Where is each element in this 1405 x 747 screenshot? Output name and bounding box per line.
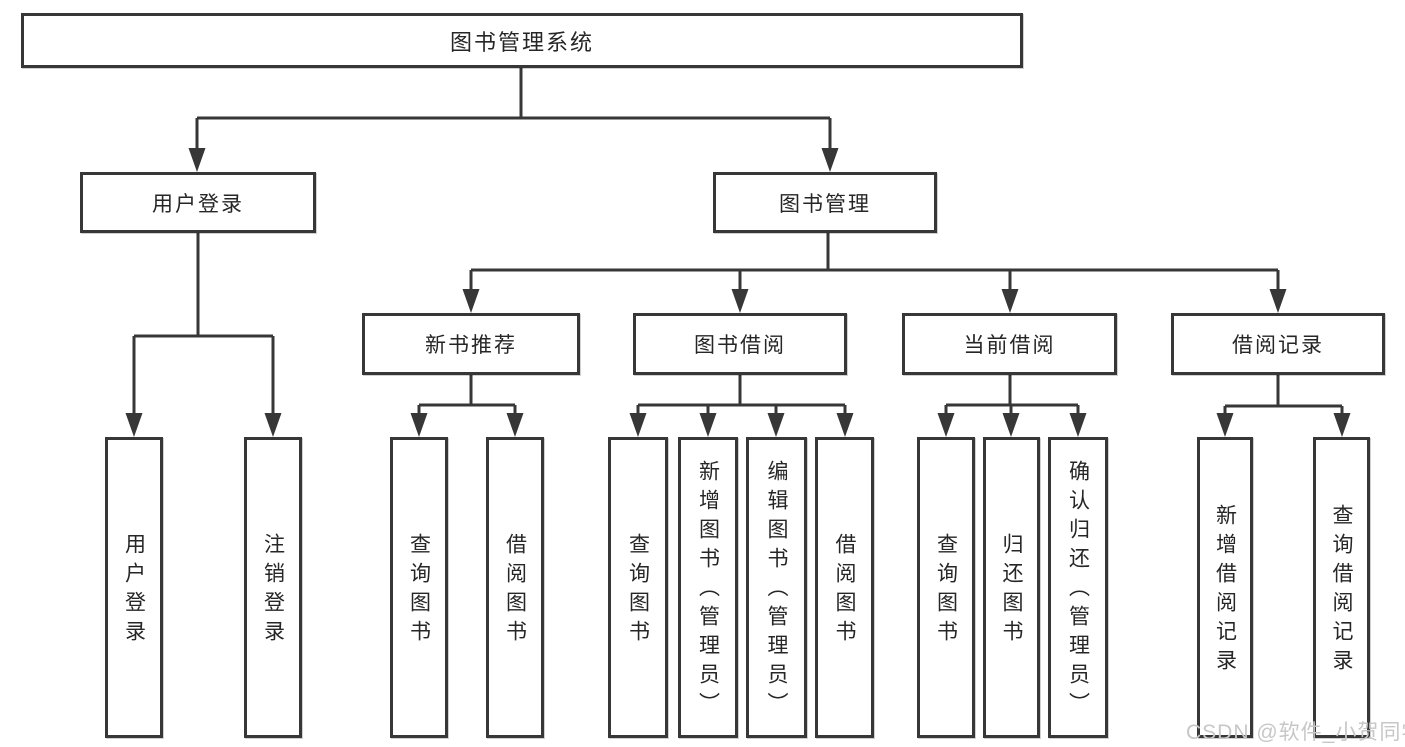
leaf-br-query-record: 查询借阅记录	[1313, 437, 1370, 738]
arrow-icon	[506, 413, 524, 437]
leaf-cb-query-books: 查询图书	[917, 437, 975, 738]
arrow-icon	[1333, 413, 1351, 437]
leaf-user-login: 用户登录	[105, 437, 163, 738]
node-book-borrow: 图书借阅	[633, 313, 847, 375]
node-book-management: 图书管理	[713, 172, 937, 233]
arrow-icon	[1269, 289, 1287, 313]
arrow-icon	[937, 413, 955, 437]
arrow-icon	[264, 413, 282, 437]
arrow-icon	[125, 413, 143, 437]
arrow-icon	[1001, 289, 1019, 313]
arrow-icon	[410, 413, 428, 437]
leaf-nbr-query-books: 查询图书	[390, 437, 448, 738]
csdn-watermark: CSDN @软件_小贺同学	[1186, 721, 1405, 744]
arrow-icon	[767, 413, 785, 437]
leaf-cb-confirm-return-admin: 确认归还（管理员）	[1048, 437, 1108, 738]
node-user-login: 用户登录	[80, 172, 316, 233]
arrow-icon	[188, 148, 206, 172]
leaf-nbr-borrow-books: 借阅图书	[486, 437, 544, 738]
arrow-icon	[1216, 413, 1234, 437]
arrow-icon	[731, 289, 749, 313]
arrowheads	[125, 148, 1351, 437]
arrow-icon	[699, 413, 717, 437]
node-current-borrow: 当前借阅	[902, 313, 1117, 375]
arrow-icon	[821, 148, 839, 172]
arrow-icon	[836, 413, 854, 437]
node-new-book-recommend: 新书推荐	[362, 313, 580, 375]
arrow-icon	[1002, 413, 1020, 437]
leaf-bb-query-books: 查询图书	[608, 437, 668, 738]
arrow-icon	[462, 289, 480, 313]
arrow-icon	[1069, 413, 1087, 437]
node-root-library-management-system: 图书管理系统	[21, 13, 1023, 68]
leaf-bb-add-books-admin: 新增图书（管理员）	[678, 437, 738, 738]
leaf-bb-borrow-books: 借阅图书	[815, 437, 874, 738]
arrow-icon	[629, 413, 647, 437]
leaf-logout: 注销登录	[244, 437, 302, 738]
node-borrow-records: 借阅记录	[1171, 313, 1385, 375]
leaf-cb-return-books: 归还图书	[983, 437, 1040, 738]
leaf-bb-edit-books-admin: 编辑图书（管理员）	[746, 437, 807, 738]
leaf-br-add-record: 新增借阅记录	[1197, 437, 1253, 738]
